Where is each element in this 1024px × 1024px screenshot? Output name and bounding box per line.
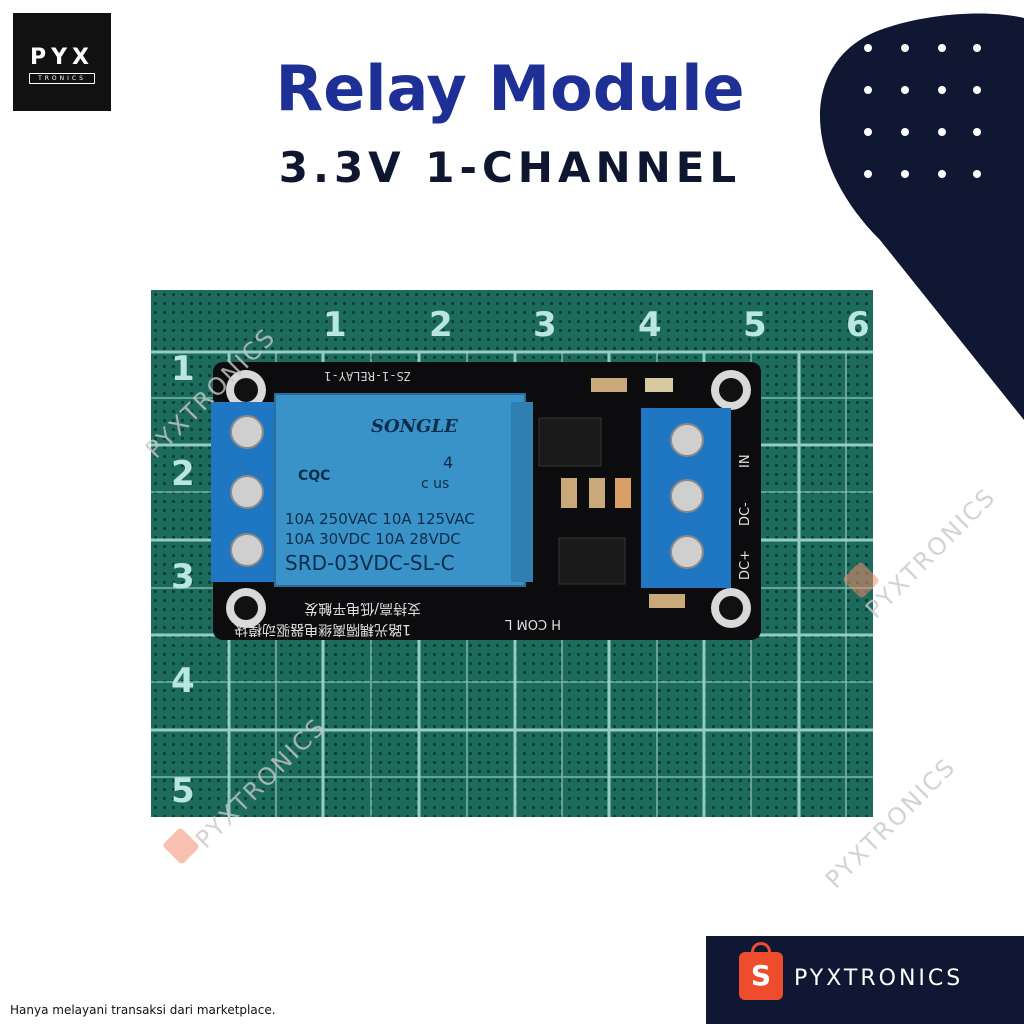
relay-spec-1: 10A 250VAC 10A 125VAC <box>285 510 475 528</box>
relay-component: SONGLE CQC 4 c us 10A 250VAC 10A 125VAC … <box>274 393 533 587</box>
relay-cert-ul: c us <box>421 476 449 492</box>
dot-grid <box>864 44 981 178</box>
ruler-number: 1 <box>323 305 347 345</box>
relay-brand: SONGLE <box>371 416 458 437</box>
ruler-number: 2 <box>171 454 195 494</box>
pyxtronics-logo: PYX TRONICS <box>13 13 111 111</box>
board-label-bottom-2: 支持高/低电平触发 <box>304 600 421 617</box>
ruler-number: 2 <box>429 305 453 345</box>
ruler-number: 4 <box>638 305 662 345</box>
pin-label-dc-minus: DC- <box>738 502 753 526</box>
left-screw-terminal <box>211 402 275 582</box>
ruler-number: 1 <box>171 349 195 389</box>
footer-note: Hanya melayani transaksi dari marketplac… <box>10 1003 276 1017</box>
brand-name: PYXTRONICS <box>794 966 964 991</box>
relay-ul-num: 4 <box>443 453 453 472</box>
product-photo: 1 2 3 4 5 6 1 2 3 4 5 ZS-1-RELAY-1 <box>151 290 873 817</box>
pin-label-dc-plus: DC+ <box>738 550 753 580</box>
ruler-number: 4 <box>171 661 195 701</box>
brand-banner: S PYXTRONICS <box>706 936 1024 1024</box>
board-label-top: ZS-1-RELAY-1 <box>324 369 411 383</box>
ruler-number: 5 <box>171 771 195 811</box>
logo-subtext: TRONICS <box>29 73 95 84</box>
product-subtitle: 3.3V 1-CHANNEL <box>278 143 742 192</box>
board-label-bottom: 1路光耦隔离继电器驱动模块 <box>234 621 411 638</box>
pin-label-in: IN <box>738 454 753 468</box>
relay-module-illustration: 1 2 3 4 5 6 1 2 3 4 5 ZS-1-RELAY-1 <box>151 290 873 817</box>
bag-letter: S <box>750 959 772 992</box>
relay-model: SRD-03VDC-SL-C <box>285 551 455 575</box>
product-title: Relay Module <box>275 52 745 125</box>
shopee-bag-icon: S <box>739 942 783 1000</box>
ruler-number: 6 <box>846 305 870 345</box>
logo-text: PYX <box>29 45 95 70</box>
relay-spec-2: 10A 30VDC 10A 28VDC <box>285 530 461 548</box>
ruler-number: 5 <box>743 305 767 345</box>
board-label-com: H COM L <box>504 616 561 631</box>
right-screw-terminal: IN DC- DC+ <box>641 408 753 588</box>
ruler-number: 3 <box>533 305 557 345</box>
relay-cert-cqc: CQC <box>298 468 330 484</box>
ruler-number: 3 <box>171 557 195 597</box>
